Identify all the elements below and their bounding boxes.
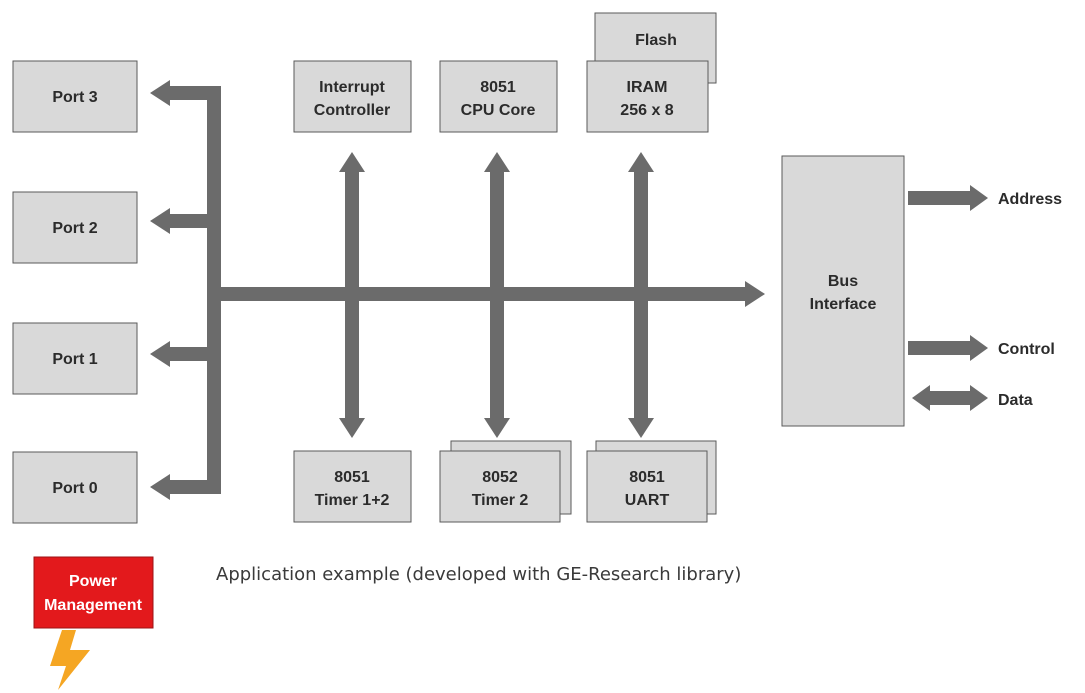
- power-label-line2: Management: [44, 597, 142, 614]
- timer12-block: 8051 Timer 1+2: [293, 450, 412, 523]
- arrowhead-port2: [150, 208, 170, 234]
- bus-stub-port1: [168, 347, 221, 361]
- iram-label-line1: IRAM: [627, 79, 668, 96]
- caption: Application example (developed with GE-R…: [216, 564, 741, 585]
- arrowhead-up-iram: [628, 152, 654, 172]
- timer12-label-line1: 8051: [334, 469, 370, 486]
- uart-label-line1: 8051: [629, 469, 665, 486]
- port-0-block: Port 0: [12, 451, 138, 524]
- bus-stub-port2: [168, 214, 221, 228]
- vbus-iram-uart: [634, 170, 648, 420]
- arrowhead-port3: [150, 80, 170, 106]
- interrupt-label-line2: Controller: [314, 102, 390, 119]
- data-arrowhead-right: [970, 385, 988, 411]
- flash-label: Flash: [635, 32, 677, 49]
- bus-stub-port0: [168, 480, 221, 494]
- cpu-label-line1: 8051: [480, 79, 516, 96]
- arrowhead-up-interrupt: [339, 152, 365, 172]
- interrupt-controller-block: Interrupt Controller: [293, 60, 412, 133]
- control-arrowhead: [970, 335, 988, 361]
- timer12-label-line2: Timer 1+2: [315, 492, 390, 509]
- arrowhead-up-cpu: [484, 152, 510, 172]
- arrowhead-port1: [150, 341, 170, 367]
- power-management-block: Power Management: [33, 556, 154, 629]
- iram-block: IRAM 256 x 8: [586, 60, 709, 133]
- control-label: Control: [998, 341, 1055, 358]
- address-arrowhead: [970, 185, 988, 211]
- bus-interface-label-line1: Bus: [828, 273, 858, 290]
- address-arrow-shaft: [908, 191, 972, 205]
- arrowhead-down-timer12: [339, 418, 365, 438]
- vbus-interrupt-timer: [345, 170, 359, 420]
- bus-interface-label-line2: Interface: [810, 296, 877, 313]
- port-2-block: Port 2: [12, 191, 138, 264]
- control-arrow-shaft: [908, 341, 972, 355]
- address-label: Address: [998, 191, 1062, 208]
- bus-lines: [150, 80, 988, 500]
- lightning-bolt-icon: [50, 630, 90, 690]
- port-3-label: Port 3: [52, 89, 97, 106]
- arrowhead-down-timer2: [484, 418, 510, 438]
- bus-stub-port3: [168, 86, 221, 100]
- port-1-block: Port 1: [12, 322, 138, 395]
- arrowhead-port0: [150, 474, 170, 500]
- data-arrowhead-left: [912, 385, 930, 411]
- uart-block: 8051 UART: [586, 440, 717, 523]
- main-horizontal-bus: [207, 287, 747, 301]
- bus-interface-block: Bus Interface: [781, 155, 905, 427]
- port-3-block: Port 3: [12, 60, 138, 133]
- port-0-label: Port 0: [52, 480, 97, 497]
- arrowhead-bus-interface: [745, 281, 765, 307]
- data-arrow-shaft: [928, 391, 972, 405]
- arrowhead-down-uart: [628, 418, 654, 438]
- port-2-label: Port 2: [52, 220, 97, 237]
- interrupt-label-line1: Interrupt: [319, 79, 385, 96]
- data-label: Data: [998, 392, 1033, 409]
- port-1-label: Port 1: [52, 351, 97, 368]
- timer2-block: 8052 Timer 2: [439, 440, 572, 523]
- vbus-cpu-timer2: [490, 170, 504, 420]
- cpu-core-block: 8051 CPU Core: [439, 60, 558, 133]
- timer2-label-line1: 8052: [482, 469, 518, 486]
- uart-label-line2: UART: [625, 492, 670, 509]
- iram-label-line2: 256 x 8: [620, 102, 673, 119]
- cpu-label-line2: CPU Core: [461, 102, 536, 119]
- power-label-line1: Power: [69, 573, 117, 590]
- timer2-label-line2: Timer 2: [472, 492, 529, 509]
